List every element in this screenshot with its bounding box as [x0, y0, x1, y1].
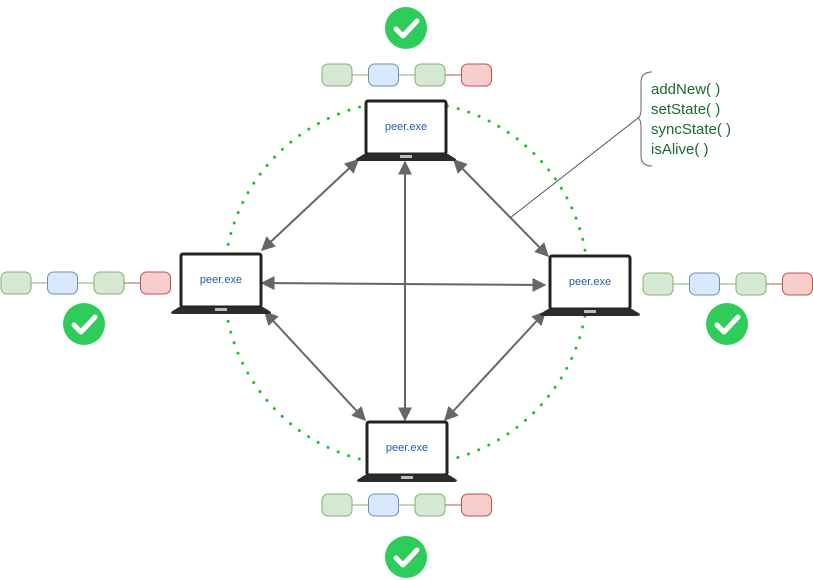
peer-label: peer.exe — [385, 121, 427, 133]
block-green — [735, 272, 767, 296]
block-green — [321, 493, 353, 517]
methods-brace — [636, 71, 653, 167]
blockchain-top — [321, 63, 492, 87]
block-green — [0, 271, 32, 295]
method-item: syncState( ) — [651, 121, 731, 138]
laptop-left: peer.exe — [171, 252, 271, 314]
check-icon — [385, 536, 427, 578]
block-green — [321, 63, 353, 87]
laptop-notch — [215, 308, 227, 311]
block-green — [414, 493, 446, 517]
laptop-notch — [584, 310, 596, 313]
check-icon — [385, 7, 427, 49]
connection-right-bottom — [444, 310, 546, 422]
connection-left-right — [260, 276, 547, 292]
laptop-bottom: peer.exe — [357, 420, 457, 482]
blockchain-right — [642, 272, 813, 296]
check-icon — [706, 303, 748, 345]
block-green — [642, 272, 674, 296]
laptop-top: peer.exe — [356, 99, 456, 161]
connection-left-bottom — [264, 310, 366, 422]
laptop-right: peer.exe — [540, 254, 640, 316]
method-item: addNew( ) — [651, 81, 720, 98]
block-red — [140, 271, 171, 295]
block-blue — [368, 63, 399, 87]
block-green — [414, 63, 446, 87]
connection-top-right — [453, 158, 549, 258]
peer-label: peer.exe — [569, 276, 611, 288]
block-blue — [368, 493, 399, 517]
connection-top-left — [260, 159, 360, 251]
peer-label: peer.exe — [386, 442, 428, 454]
block-green — [93, 271, 125, 295]
block-red — [461, 493, 492, 517]
method-item: isAlive( ) — [651, 141, 709, 158]
block-red — [461, 63, 492, 87]
block-blue — [689, 272, 720, 296]
laptop-notch — [400, 155, 412, 158]
peer-label: peer.exe — [200, 274, 242, 286]
check-icon — [63, 303, 105, 345]
laptop-notch — [401, 476, 413, 479]
method-item: setState( ) — [651, 101, 720, 118]
block-red — [782, 272, 813, 296]
blockchain-bottom — [321, 493, 492, 517]
connections — [260, 158, 549, 422]
block-blue — [47, 271, 78, 295]
callout-leader — [509, 117, 639, 219]
methods-list: addNew( ) setState( ) syncState( ) isAli… — [651, 81, 731, 158]
blockchain-left — [0, 271, 171, 295]
